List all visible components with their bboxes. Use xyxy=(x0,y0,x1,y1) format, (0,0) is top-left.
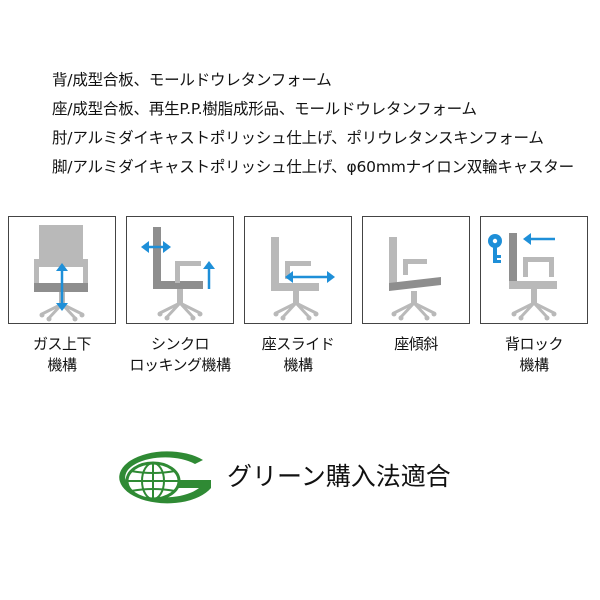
green-mark-logo-icon xyxy=(119,451,211,504)
feature-label-line1: ガス上下 xyxy=(32,335,92,353)
feature-label-line1: 座スライド xyxy=(261,335,335,353)
gas-lift-icon xyxy=(8,216,116,324)
feature-label-line2: ロッキング機構 xyxy=(129,356,231,374)
feature-synchro-rocking: シンクロ ロッキング機構 xyxy=(126,216,234,376)
back-lock-icon xyxy=(480,216,588,324)
feature-label-line1: シンクロ xyxy=(150,335,210,353)
feature-label-line2: 機構 xyxy=(47,356,77,374)
spec-list: 背/成型合板、モールドウレタンフォーム 座/成型合板、再生P.P.樹脂成形品、モ… xyxy=(52,66,592,182)
key-icon xyxy=(488,234,502,263)
spec-line-seat: 座/成型合板、再生P.P.樹脂成形品、モールドウレタンフォーム xyxy=(52,100,477,118)
spec-line-base: 脚/アルミダイキャストポリッシュ仕上げ、φ60mmナイロン双輪キャスター xyxy=(52,158,574,176)
feature-label: 座傾斜 xyxy=(362,334,470,355)
feature-label-line2: 機構 xyxy=(283,356,313,374)
green-purchasing-mark: グリーン購入法適合 xyxy=(95,450,565,510)
feature-seat-slide: 座スライド 機構 xyxy=(244,216,352,376)
seat-tilt-icon xyxy=(362,216,470,324)
feature-gas-lift: ガス上下 機構 xyxy=(8,216,116,376)
feature-label: シンクロ ロッキング機構 xyxy=(126,334,234,376)
spec-line-back: 背/成型合板、モールドウレタンフォーム xyxy=(52,71,332,89)
feature-label: 背ロック 機構 xyxy=(480,334,588,376)
feature-back-lock: 背ロック 機構 xyxy=(480,216,588,376)
feature-seat-tilt: 座傾斜 xyxy=(362,216,470,355)
feature-label-line1: 背ロック xyxy=(504,335,564,353)
feature-label: ガス上下 機構 xyxy=(8,334,116,376)
feature-label: 座スライド 機構 xyxy=(244,334,352,376)
synchro-rocking-icon xyxy=(126,216,234,324)
seat-slide-icon xyxy=(244,216,352,324)
feature-label-line1: 座傾斜 xyxy=(394,335,438,353)
green-label: グリーン購入法適合 xyxy=(227,462,451,491)
feature-label-line2: 機構 xyxy=(519,356,549,374)
spec-line-arm: 肘/アルミダイキャストポリッシュ仕上げ、ポリウレタンスキンフォーム xyxy=(52,129,544,147)
